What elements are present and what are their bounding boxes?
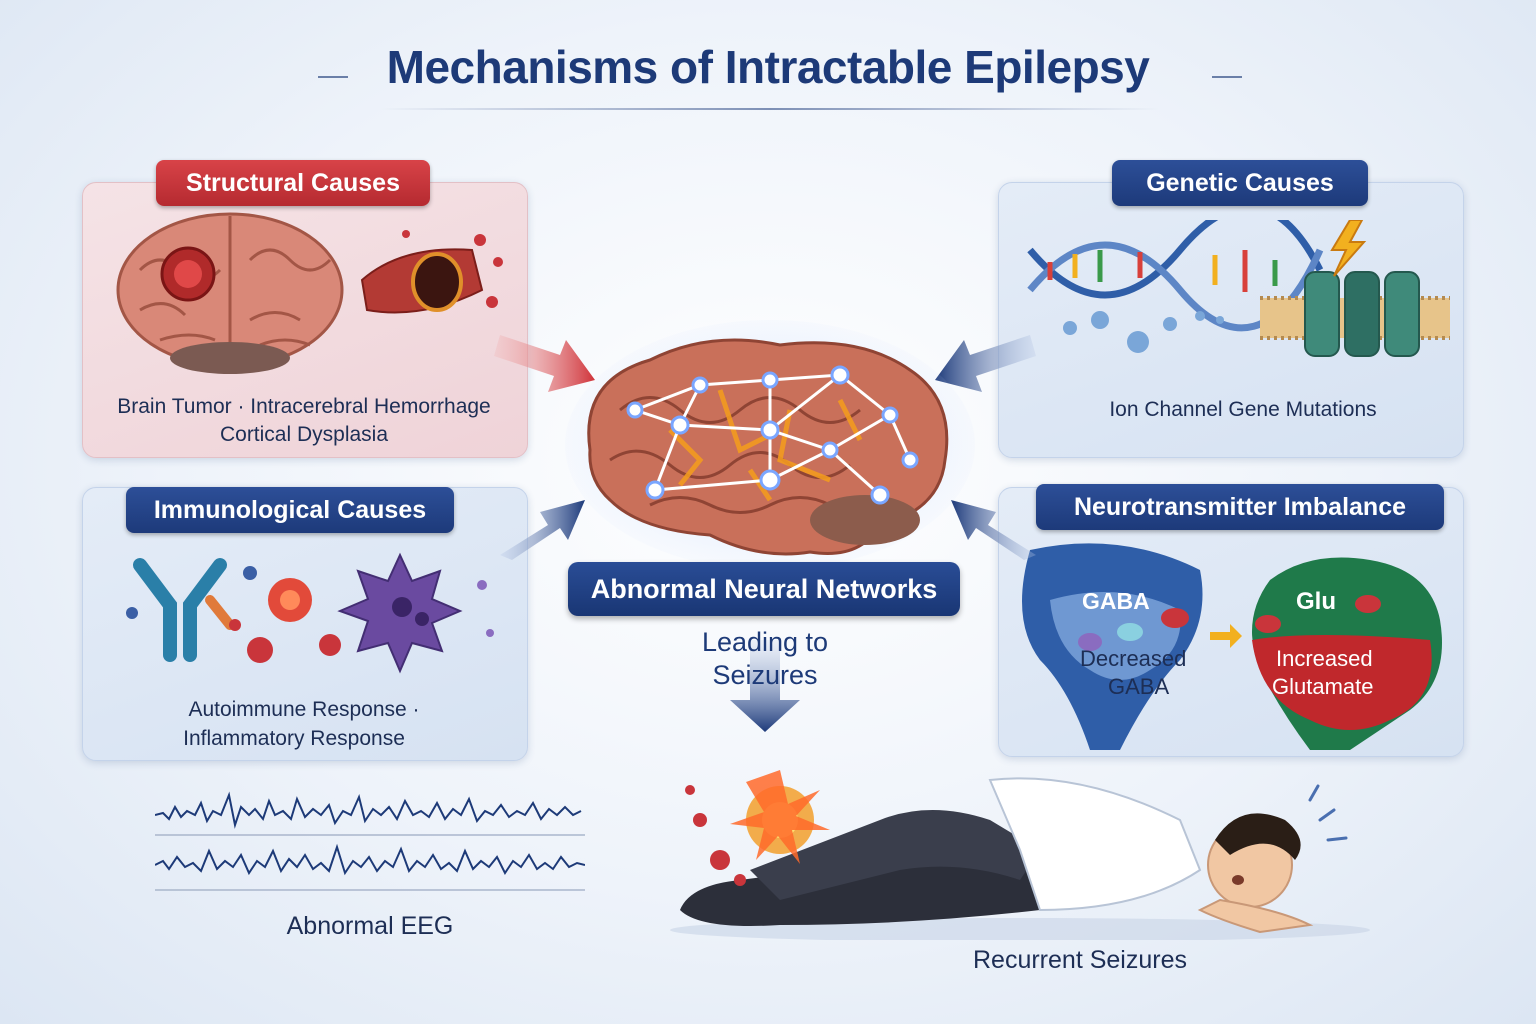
title-rule-right [1212, 76, 1242, 78]
hemorrhage-vessel-icon [360, 230, 503, 314]
structural-caption-line2: Cortical Dysplasia [219, 423, 389, 446]
increased-glutamate-line1: Increased [1276, 646, 1373, 671]
decreased-gaba-line2: GABA [1108, 674, 1170, 699]
increased-glutamate-line2: Glutamate [1272, 674, 1374, 699]
inflamed-cell-icon [229, 578, 341, 663]
arrow-immunological [500, 500, 585, 560]
seizure-burst-icon [685, 770, 830, 886]
immunological-caption-line1: Autoimmune Response · [188, 698, 420, 721]
genetic-illustration [1027, 220, 1450, 357]
arrow-down [730, 640, 800, 732]
neurotransmitter-label: Neurotransmitter Imbalance [1036, 484, 1444, 530]
arrow-structural [494, 335, 595, 392]
title-rule-left [318, 76, 348, 78]
page-title: Mechanisms of Intractable Epilepsy [386, 41, 1150, 93]
leading-to-line2: Seizures [712, 660, 818, 690]
gaba-label: GABA [1082, 588, 1150, 614]
glutamate-terminal-icon [1252, 557, 1442, 750]
immunological-illustration [126, 552, 494, 674]
macrophage-icon [337, 552, 494, 674]
recurrent-seizures-label: Recurrent Seizures [973, 946, 1187, 974]
immunological-caption-line2: Inflammatory Response [183, 727, 405, 750]
eeg-trace-1 [155, 791, 582, 829]
leading-to-line1: Leading to [701, 627, 829, 657]
synapse-illustration [1022, 543, 1442, 750]
eeg-trace-2 [155, 843, 585, 876]
decreased-gaba-line1: Decreased [1080, 646, 1187, 671]
brain-tumor-icon [116, 212, 344, 374]
structural-caption-line1: Brain Tumor · Intracerebral Hemorrhage [117, 395, 491, 418]
seizure-patient-illustration [670, 770, 1370, 940]
patient-icon [680, 777, 1314, 934]
title-underline [380, 108, 1160, 110]
central-brain-illustration [565, 320, 975, 570]
genetic-caption: Ion Channel Gene Mutations [1109, 398, 1377, 421]
gaba-terminal-icon [1022, 543, 1203, 750]
antibody-icon [133, 558, 235, 662]
immunological-label: Immunological Causes [126, 487, 454, 533]
structural-label: Structural Causes [156, 160, 430, 206]
eeg-label: Abnormal EEG [286, 912, 454, 940]
glu-label: Glu [1296, 588, 1336, 615]
ion-channel-icon [1260, 220, 1450, 357]
eeg-traces [155, 791, 585, 891]
arrow-genetic [935, 335, 1036, 392]
arrow-neurotransmitter [951, 500, 1036, 560]
genetic-label: Genetic Causes [1112, 160, 1368, 206]
structural-illustration [116, 212, 503, 374]
abnormal-networks-label: Abnormal Neural Networks [568, 562, 960, 616]
